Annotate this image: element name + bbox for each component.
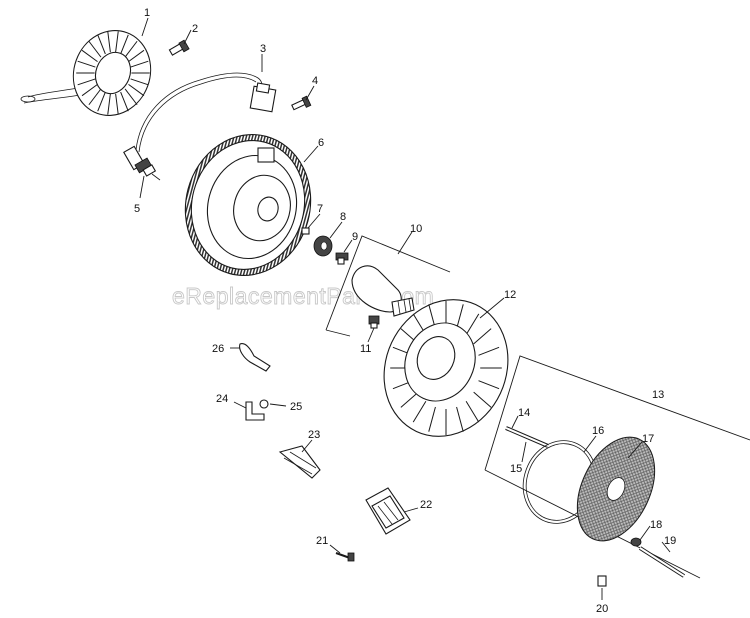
stator xyxy=(20,30,152,116)
fin xyxy=(128,49,145,63)
callout-26: 26 xyxy=(212,343,224,355)
fin xyxy=(77,78,96,86)
hub-screw xyxy=(368,315,380,329)
rectifier-regulator xyxy=(365,487,411,535)
callout-5: 5 xyxy=(134,203,140,215)
fin xyxy=(115,31,119,53)
callout-2: 2 xyxy=(192,23,198,35)
leader-lines xyxy=(139,17,671,600)
rotating-screen xyxy=(576,436,656,542)
callout-10: 10 xyxy=(410,223,422,235)
fin xyxy=(478,346,500,356)
rectifier-screw xyxy=(335,552,355,562)
fin xyxy=(478,380,500,390)
ignition-module xyxy=(135,72,277,153)
callout-18: 18 xyxy=(650,519,662,531)
callout-8: 8 xyxy=(340,211,346,223)
fin xyxy=(130,78,149,86)
fin xyxy=(456,406,464,432)
callout-1: 1 xyxy=(144,7,150,19)
callout-25: 25 xyxy=(290,401,302,413)
module-screw xyxy=(291,95,312,111)
fin xyxy=(107,93,111,115)
callout-22: 22 xyxy=(420,499,432,511)
stud xyxy=(597,575,607,587)
fin xyxy=(120,34,129,55)
screen-pin xyxy=(505,426,549,448)
flywheel xyxy=(184,134,312,276)
callout-labels: 1 2 3 4 5 6 7 8 9 10 11 12 13 14 15 16 1… xyxy=(134,7,676,615)
wire-clip xyxy=(239,343,271,372)
stator-fins xyxy=(76,31,150,115)
fin xyxy=(115,93,119,115)
fin xyxy=(428,406,436,432)
stator-screw xyxy=(168,39,190,56)
cooling-fan xyxy=(383,299,509,437)
callout-12: 12 xyxy=(504,289,516,301)
fin xyxy=(88,88,102,106)
callout-11: 11 xyxy=(360,343,371,355)
bracket xyxy=(245,401,265,421)
fin xyxy=(120,91,129,112)
fin xyxy=(473,328,492,345)
callout-6: 6 xyxy=(318,137,324,149)
flywheel-washer xyxy=(313,235,333,257)
fin xyxy=(456,304,464,330)
callout-23: 23 xyxy=(308,429,320,441)
flywheel-screw xyxy=(335,252,349,265)
spark-plug xyxy=(123,145,161,181)
callout-3: 3 xyxy=(260,43,266,55)
kit-10-outline xyxy=(325,235,451,337)
callout-20: 20 xyxy=(596,603,608,615)
fin xyxy=(107,31,111,53)
callout-19: 19 xyxy=(664,535,676,547)
fin xyxy=(81,49,98,63)
callout-13: 13 xyxy=(652,389,664,401)
callout-21: 21 xyxy=(316,535,328,547)
screen-nut xyxy=(630,537,642,547)
callout-7: 7 xyxy=(317,203,323,215)
fin xyxy=(465,313,480,336)
callout-14: 14 xyxy=(518,407,530,419)
screen-bolt xyxy=(638,546,686,578)
callout-9: 9 xyxy=(352,231,358,243)
callout-24: 24 xyxy=(216,393,228,405)
callout-16: 16 xyxy=(592,425,604,437)
fin xyxy=(412,400,427,423)
fin xyxy=(128,83,145,97)
drive-hub xyxy=(351,265,415,317)
flywheel-key xyxy=(301,227,310,235)
fin xyxy=(400,391,419,408)
fin xyxy=(465,400,480,423)
callout-17: 17 xyxy=(642,433,654,445)
fin xyxy=(88,40,102,58)
fin xyxy=(473,391,492,408)
fin xyxy=(124,40,138,58)
fin xyxy=(97,34,106,55)
callout-15: 15 xyxy=(510,463,522,475)
small-washer xyxy=(259,399,269,409)
fin xyxy=(124,88,138,106)
fin xyxy=(97,91,106,112)
fin xyxy=(130,60,149,68)
fin xyxy=(77,60,96,68)
wire-connector xyxy=(278,445,321,479)
fin xyxy=(81,83,98,97)
callout-4: 4 xyxy=(312,75,318,87)
